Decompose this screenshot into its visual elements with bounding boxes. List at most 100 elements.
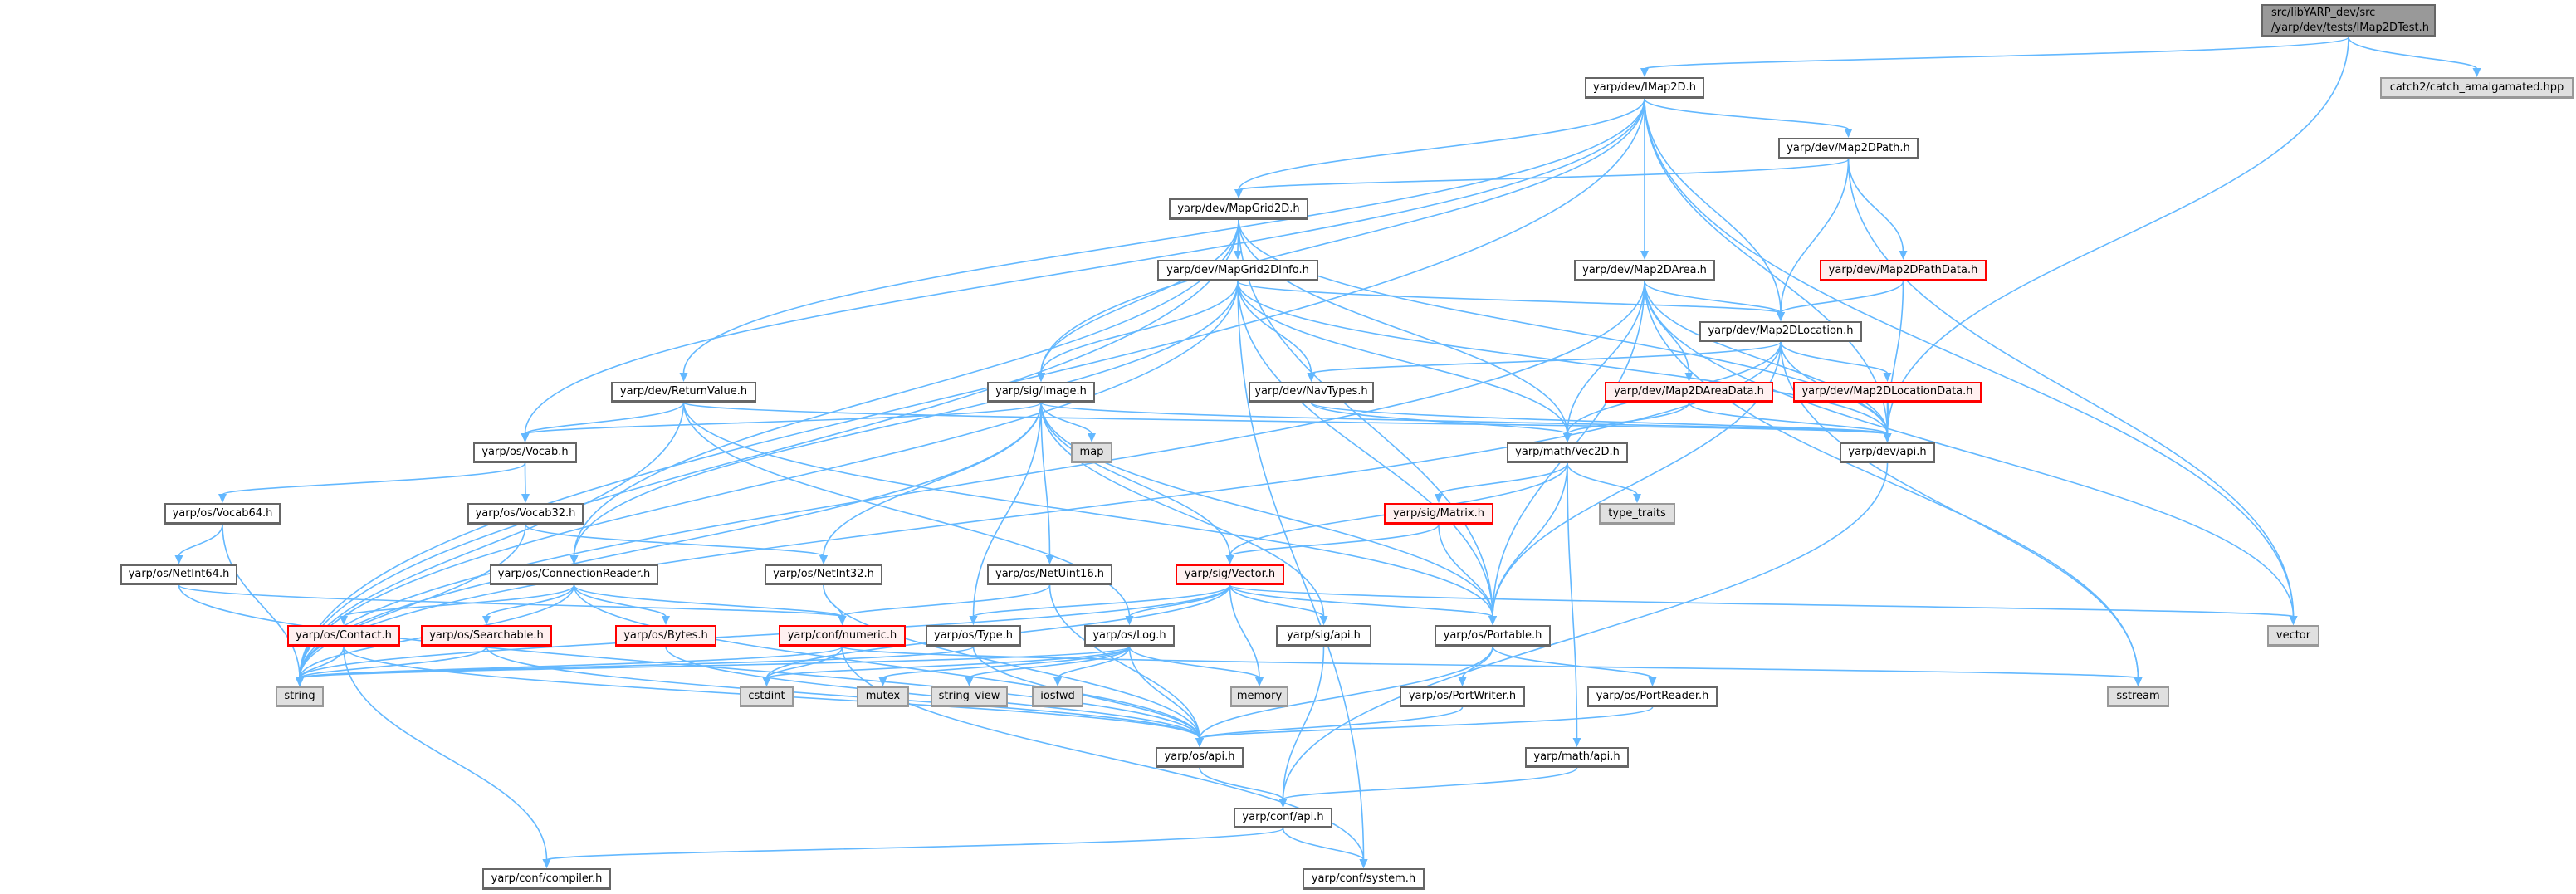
edge-vector_h-to-sigapi: [1229, 584, 1325, 618]
edge-imap2d-to-string: [299, 98, 1645, 679]
node-netint32[interactable]: yarp/os/NetInt32.h: [765, 564, 882, 585]
edge-mapgrid2dinfo-to-portable: [1237, 281, 1493, 618]
node-compiler[interactable]: yarp/conf/compiler.h: [482, 868, 611, 890]
edge-mapgrid2d-to-portable: [1238, 219, 1493, 618]
edge-image-to-sigapi: [1040, 402, 1325, 618]
node-sstream[interactable]: sstream: [2107, 686, 2169, 707]
node-string[interactable]: string: [276, 686, 324, 707]
node-osapi[interactable]: yarp/os/api.h: [1156, 747, 1244, 768]
arrowhead-icon: [1053, 677, 1062, 686]
node-typetraits[interactable]: type_traits: [1599, 503, 1675, 525]
arrowhead-icon: [1563, 433, 1572, 442]
edge-map2dpath-to-map2dlocation: [1780, 159, 1850, 314]
node-image[interactable]: yarp/sig/Image.h: [987, 382, 1095, 403]
node-vocab[interactable]: yarp/os/Vocab.h: [473, 442, 577, 463]
edge-contact-to-compiler: [343, 646, 548, 861]
edge-connreader-to-contact: [343, 584, 575, 618]
arrowhead-icon: [969, 616, 978, 625]
node-log[interactable]: yarp/os/Log.h: [1084, 625, 1175, 647]
arrowhead-icon: [218, 494, 227, 503]
node-vector-h[interactable]: yarp/sig/Vector.h: [1176, 564, 1284, 585]
edge-mapgrid2d-to-image: [1040, 219, 1239, 374]
edge-root-to-catch2: [2348, 37, 2478, 70]
arrowhead-icon: [482, 616, 491, 625]
node-vec2d[interactable]: yarp/math/Vec2D.h: [1507, 442, 1628, 463]
node-map[interactable]: map: [1071, 442, 1112, 463]
node-contact[interactable]: yarp/os/Contact.h: [287, 625, 400, 647]
node-string-view[interactable]: string_view: [931, 686, 1008, 707]
node-netuint16[interactable]: yarp/os/NetUint16.h: [987, 564, 1112, 585]
arrowhead-icon: [1488, 616, 1497, 625]
node-confapi[interactable]: yarp/conf/api.h: [1234, 808, 1332, 828]
edge-numeric-to-system: [841, 646, 1365, 861]
arrowhead-icon: [679, 373, 688, 382]
node-map2dpathdata[interactable]: yarp/dev/Map2DPathData.h: [1820, 260, 1987, 281]
node-map2dlocationdata[interactable]: yarp/dev/Map2DLocationData.h: [1793, 382, 1982, 403]
node-bytes[interactable]: yarp/os/Bytes.h: [615, 625, 716, 647]
arrowhead-icon: [1319, 616, 1328, 625]
edge-mapgrid2dinfo-to-map2dlocation: [1237, 281, 1782, 314]
node-map2dlocation[interactable]: yarp/dev/Map2DLocation.h: [1699, 321, 1862, 342]
edge-log-to-cstdint: [765, 646, 1131, 679]
node-portreader[interactable]: yarp/os/PortReader.h: [1587, 686, 1718, 707]
edge-vocab32-to-string: [299, 524, 526, 679]
node-navtypes[interactable]: yarp/dev/NavTypes.h: [1249, 382, 1374, 403]
edge-vector_h-to-portable: [1229, 584, 1493, 618]
node-numeric[interactable]: yarp/conf/numeric.h: [779, 625, 906, 647]
edge-portable-to-portreader: [1492, 646, 1654, 679]
arrowhead-icon: [1359, 859, 1368, 868]
edge-numeric-to-sstream: [841, 646, 2139, 679]
edge-mapgrid2d-to-connreader: [573, 219, 1239, 557]
node-root[interactable]: src/libYARP_dev/src /yarp/dev/tests/IMap…: [2261, 4, 2436, 37]
node-vector[interactable]: vector: [2267, 625, 2319, 647]
edge-log-to-memory: [1128, 646, 1260, 679]
node-type[interactable]: yarp/os/Type.h: [926, 625, 1021, 647]
edge-vec2d-to-portable: [1492, 462, 1568, 618]
node-mathapi[interactable]: yarp/math/api.h: [1525, 747, 1629, 768]
node-cstdint[interactable]: cstdint: [740, 686, 794, 707]
node-vocab64[interactable]: yarp/os/Vocab64.h: [164, 503, 281, 525]
edge-image-to-devapi: [1040, 402, 1889, 435]
edge-osapi-to-confapi: [1199, 767, 1284, 800]
node-map2darea[interactable]: yarp/dev/Map2DArea.h: [1574, 260, 1715, 281]
node-mutex[interactable]: mutex: [857, 686, 909, 707]
node-map2dareadata[interactable]: yarp/dev/Map2DAreaData.h: [1605, 382, 1773, 403]
node-portwriter[interactable]: yarp/os/PortWriter.h: [1400, 686, 1525, 707]
node-system[interactable]: yarp/conf/system.h: [1303, 868, 1425, 890]
node-connreader[interactable]: yarp/os/ConnectionReader.h: [490, 564, 658, 585]
node-searchable[interactable]: yarp/os/Searchable.h: [421, 625, 552, 647]
node-vocab32[interactable]: yarp/os/Vocab32.h: [467, 503, 584, 525]
edge-map2darea-to-vector: [1644, 281, 2295, 618]
edge-vec2d-to-mathapi: [1567, 462, 1578, 740]
arrowhead-icon: [1883, 433, 1892, 442]
node-memory[interactable]: memory: [1230, 686, 1288, 707]
node-mapgrid2d[interactable]: yarp/dev/MapGrid2D.h: [1169, 198, 1308, 220]
arrowhead-icon: [542, 859, 551, 868]
edge-mapgrid2dinfo-to-navtypes: [1237, 281, 1312, 374]
edge-portable-to-portwriter: [1461, 646, 1493, 679]
edge-map2dpath-to-mapgrid2d: [1238, 159, 1850, 191]
node-imap2d[interactable]: yarp/dev/IMap2D.h: [1585, 77, 1704, 99]
arrowhead-icon: [1045, 555, 1054, 564]
edge-mapgrid2d-to-string: [299, 219, 1239, 679]
node-mapgrid2dinfo[interactable]: yarp/dev/MapGrid2DInfo.h: [1157, 260, 1318, 281]
edge-devapi-to-confapi: [1282, 462, 1889, 800]
node-devapi[interactable]: yarp/dev/api.h: [1840, 442, 1935, 463]
edge-imap2d-to-mapgrid2d: [1238, 98, 1645, 191]
edge-map2dpathdata-to-map2dlocation: [1780, 281, 1904, 314]
edge-image-to-netint32: [823, 402, 1042, 557]
node-matrix[interactable]: yarp/sig/Matrix.h: [1384, 503, 1493, 525]
edge-imap2d-to-image: [1040, 98, 1645, 374]
node-netint64[interactable]: yarp/os/NetInt64.h: [120, 564, 237, 585]
edge-map2darea-to-string: [299, 281, 1645, 679]
edge-mapgrid2dinfo-to-string: [299, 281, 1239, 679]
edge-vec2d-to-matrix: [1438, 462, 1568, 496]
node-sigapi[interactable]: yarp/sig/api.h: [1276, 625, 1371, 647]
node-catch2[interactable]: catch2/catch_amalgamated.hpp: [2380, 77, 2574, 99]
edge-map2dareadata-to-vec2d: [1567, 402, 1690, 435]
node-map2dpath[interactable]: yarp/dev/Map2DPath.h: [1778, 138, 1919, 159]
node-iosfwd[interactable]: iosfwd: [1032, 686, 1083, 707]
node-returnvalue[interactable]: yarp/dev/ReturnValue.h: [611, 382, 756, 403]
edge-searchable-to-string: [299, 646, 487, 679]
node-portable[interactable]: yarp/os/Portable.h: [1435, 625, 1551, 647]
